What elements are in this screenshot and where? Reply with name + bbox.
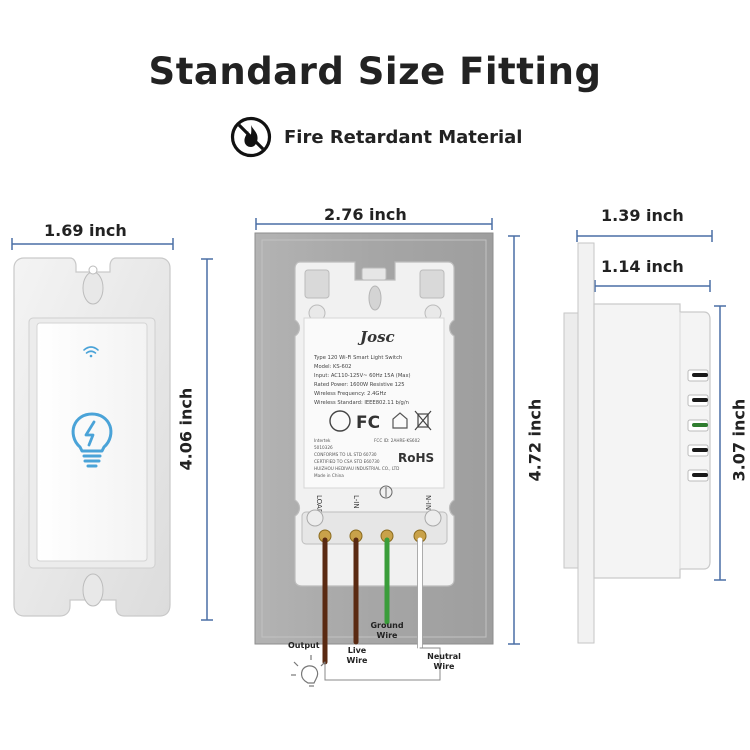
front-paddle [36, 322, 148, 562]
etl-mark [329, 410, 351, 432]
fire-icon [230, 116, 272, 158]
side-outer-depth-label: 1.39 inch [601, 206, 684, 225]
ground-wire-label: Ground Wire [370, 621, 404, 640]
front-height-label: 4.06 inch [176, 387, 196, 471]
svg-text:HUIZHOU HEDIVAU INDUSTRIAL CO.: HUIZHOU HEDIVAU INDUSTRIAL CO., LTD [314, 466, 399, 471]
side-view [563, 230, 726, 644]
side-outer-depth-dimension [576, 230, 713, 242]
spec-line: Wireless Standard: IEEE802.11 b/g/n [314, 400, 409, 406]
back-height-label: 4.72 inch [525, 398, 545, 482]
svg-text:Intertek: Intertek [314, 438, 331, 443]
front-height-dimension [201, 258, 213, 621]
svg-text:FCC ID: 2AHRE-KS602: FCC ID: 2AHRE-KS602 [374, 438, 420, 443]
spec-line: Type 120 Wi-Fi Smart Light Switch [313, 355, 402, 361]
wifi-icon [83, 346, 99, 358]
wires [322, 537, 441, 681]
terminal-label-nin: N-IN [424, 495, 432, 510]
rohs-mark: RoHS [398, 451, 434, 465]
front-view [11, 238, 213, 621]
back-height-dimension [508, 235, 520, 645]
back-view: Josc Type 120 Wi-Fi Smart Light Switch M… [254, 218, 520, 687]
svg-text:CERTIFIED TO CSA STD E60730: CERTIFIED TO CSA STD E60730 [314, 459, 380, 464]
front-width-label: 1.69 inch [44, 221, 127, 240]
svg-text:CONFORMS TO UL STD 60730: CONFORMS TO UL STD 60730 [314, 452, 377, 457]
neutral-wire-label: Neutral Wire [427, 652, 461, 671]
live-wire-label: Live Wire [346, 646, 368, 665]
feature-badge: Fire Retardant Material [230, 116, 522, 158]
terminal-label-lin: L-IN [352, 495, 360, 509]
terminal-label-load: LOAD [315, 495, 323, 514]
spec-line: Rated Power: 1600W Resistive 125 [314, 382, 405, 388]
side-height-dimension [714, 305, 726, 581]
bulb-icon [71, 412, 113, 468]
svg-text:5010326: 5010326 [314, 445, 333, 450]
back-width-label: 2.76 inch [324, 205, 407, 224]
side-inner-depth-dimension [594, 280, 711, 292]
side-inner-depth-label: 1.14 inch [601, 257, 684, 276]
feature-label: Fire Retardant Material [284, 126, 523, 148]
brand-logo: Josc [357, 328, 395, 346]
output-label: Output [288, 641, 320, 650]
output-bulb-icon [291, 655, 326, 687]
fcc-mark: FC [356, 413, 380, 433]
terminal-screws [318, 529, 427, 543]
side-body [593, 303, 711, 579]
ground-symbol [379, 485, 393, 499]
spec-line: Input: AC110-125V~ 60Hz 15A (Max) [314, 373, 411, 379]
spec-line: Model: KS-602 [314, 364, 351, 370]
spec-label [303, 317, 445, 489]
svg-text:Made in China: Made in China [314, 473, 344, 478]
weee-icon [414, 410, 432, 431]
back-width-dimension [255, 218, 493, 230]
spec-line: Wireless Frequency: 2.4GHz [314, 391, 386, 397]
house-icon [392, 412, 408, 429]
side-height-label: 3.07 inch [729, 398, 749, 482]
front-width-dimension [11, 238, 174, 250]
page-title: Standard Size Fitting [148, 50, 602, 93]
side-terminals [687, 369, 709, 482]
